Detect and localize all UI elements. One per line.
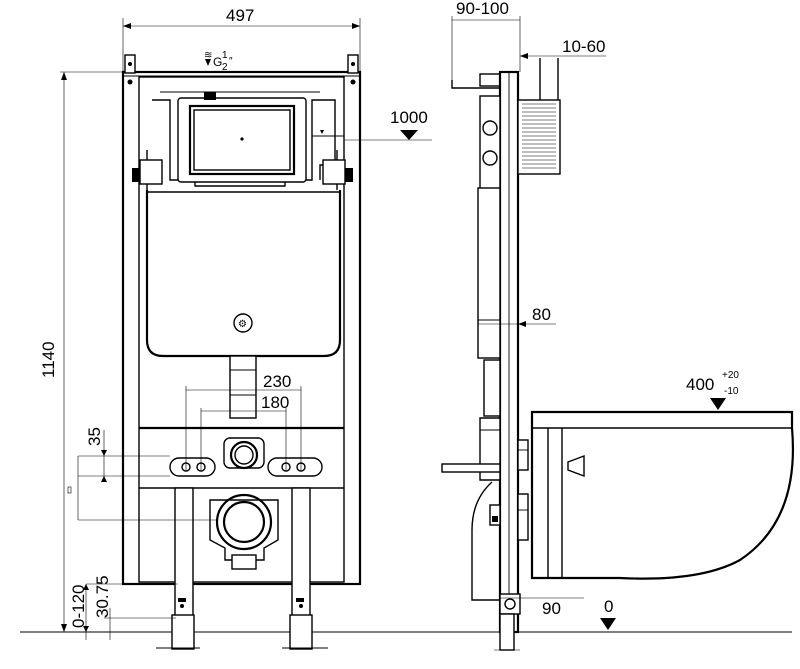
dim-0-120-label: 0-120 [69,585,88,628]
frame-outer [121,70,362,586]
side-view: 90 -10 0 [344,0,794,651]
cistern-logo: ⚙ [233,313,253,333]
inlet-fraction-num: 1 [222,50,228,61]
dim-80-label: 80 [532,305,551,324]
dim-90-label: 90 [542,599,561,618]
flush-pipe [229,355,257,419]
dim-1000: 1000 [344,108,432,141]
side-flush-plate [517,58,561,175]
dim-35-label: 35 [85,427,104,446]
dim-90-100-label: 90-100 [456,0,509,18]
dim-90-100: 90-100 [451,0,521,82]
frame-legs [156,487,328,650]
svg-text:⚙: ⚙ [238,319,247,330]
dim-10-60: 10-60 [520,37,606,59]
dim-400-tol-plus: +20 [722,370,739,381]
cistern-upper [132,91,353,190]
dim-400-tol-minus: -10 [724,386,739,397]
inlet-inch-mark: ″ [229,56,233,67]
dim-230-label: 230 [263,372,291,391]
dim-width-label: 497 [226,6,254,25]
dim-10-60-label: 10-60 [562,37,605,56]
cistern-tank [145,190,342,358]
dim-0-120: 0-120 30.75 [69,575,178,640]
side-tank [471,95,521,651]
dim-35: 35 [67,427,218,521]
height-dimension: 1140 [39,71,130,632]
toilet-bowl [530,410,794,580]
dim-height-label: 1140 [39,341,58,378]
flush-plate-opening [188,104,296,176]
svg-text:≋: ≋ [204,50,212,61]
frame-inner [138,76,345,583]
dim-400: 400 +20 -10 [686,370,739,410]
width-dimension: 497 [122,6,361,72]
inlet-label: ≋ G 1 2 ″ [204,50,233,73]
front-view: 497 1140 ≋ G 1 2 ″ [20,6,792,650]
dim-230-180: 230 180 [185,372,302,470]
dim-80: 80 [478,305,556,327]
dim-90: 90 [500,597,584,618]
side-shelf [441,463,501,473]
inlet-g-label: G [213,55,222,69]
waste-outlet [209,493,279,570]
dim-180-label: 180 [261,393,289,412]
dim-400-label: 400 [686,375,714,394]
inlet-fraction-den: 2 [222,62,228,73]
dim-0: 0 [600,597,616,630]
dim-30-75-label: 30.75 [93,575,112,618]
dim-0-label: 0 [604,597,613,616]
dim-1000-label: 1000 [390,108,428,127]
flush-connector [223,437,265,470]
